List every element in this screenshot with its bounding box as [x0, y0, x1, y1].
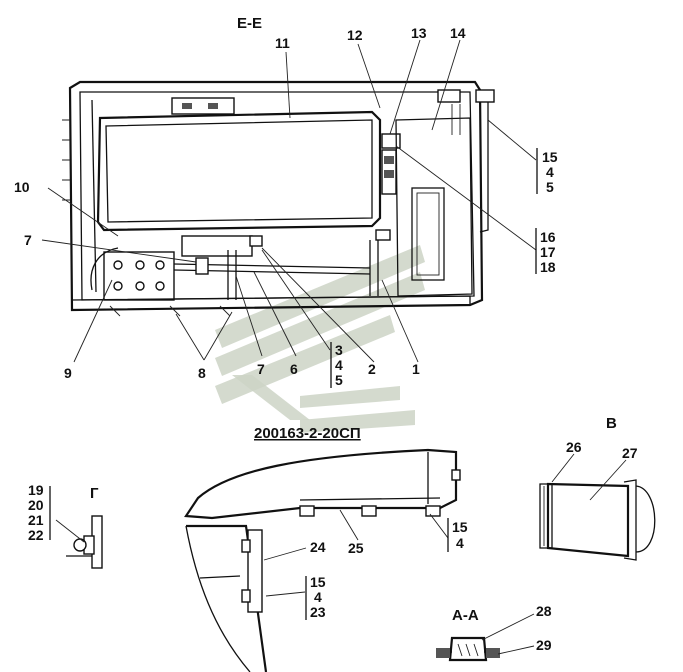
- callout-23: 23: [310, 604, 326, 620]
- callout-15-lower: 15: [310, 574, 326, 590]
- detail-b-callouts: В 26 27: [566, 415, 638, 461]
- detail-aa-view: [436, 636, 500, 662]
- callout-22: 22: [28, 527, 44, 543]
- callout-16: 16: [540, 229, 556, 245]
- cover-callouts: 15 4 25 24 15 4 23: [310, 519, 468, 620]
- main-callouts: 11 12 13 14 15 4 5 10 16 17 18 7 9 8 7 6…: [14, 25, 558, 388]
- callout-28: 28: [536, 603, 552, 619]
- callout-13: 13: [411, 25, 427, 41]
- callout-27: 27: [622, 445, 638, 461]
- drawing-code: 200163-2-20СП: [254, 425, 361, 442]
- callout-29: 29: [536, 637, 552, 653]
- main-leaders: [41, 39, 538, 388]
- detail-aa-callouts: А-А 28 29: [452, 603, 552, 653]
- callout-20: 20: [28, 497, 44, 513]
- section-label-detail-b: В: [606, 415, 617, 432]
- callout-11: 11: [275, 35, 290, 51]
- callout-10: 10: [14, 179, 30, 195]
- callout-24: 24: [310, 539, 326, 555]
- callout-18: 18: [540, 259, 556, 275]
- callout-15-upper: 15: [542, 149, 558, 165]
- callout-2: 2: [368, 361, 376, 377]
- callout-4-lower: 4: [314, 589, 322, 605]
- detail-b-leaders: [551, 453, 627, 501]
- callout-12: 12: [347, 27, 363, 43]
- callout-4-upper: 4: [546, 164, 554, 180]
- callout-1: 1: [412, 361, 420, 377]
- callout-21: 21: [28, 512, 44, 528]
- callout-19: 19: [28, 482, 44, 498]
- callout-4-mid: 4: [335, 357, 343, 373]
- detail-aa-leaders: [481, 613, 535, 655]
- side-view-g: [49, 486, 103, 569]
- cover-view: [184, 448, 461, 672]
- callout-4-cover: 4: [456, 535, 464, 551]
- callout-3: 3: [335, 342, 343, 358]
- section-label-side: Г: [90, 485, 99, 502]
- callout-7-bottom: 7: [257, 361, 265, 377]
- callout-14: 14: [450, 25, 466, 41]
- callout-15-cover: 15: [452, 519, 468, 535]
- callout-6: 6: [290, 361, 298, 377]
- callout-5-mid: 5: [335, 372, 343, 388]
- cover-leaders: [263, 509, 449, 620]
- callout-17: 17: [540, 244, 556, 260]
- callout-26: 26: [566, 439, 582, 455]
- callout-8: 8: [198, 365, 206, 381]
- section-label-main: Е-Е: [237, 15, 262, 32]
- callout-9: 9: [64, 365, 72, 381]
- section-label-detail-aa: А-А: [452, 607, 479, 624]
- detail-b-view: [539, 479, 656, 561]
- callout-5-upper: 5: [546, 179, 554, 195]
- callout-25: 25: [348, 540, 364, 556]
- callout-7-left: 7: [24, 232, 32, 248]
- side-callouts: Г 19 20 21 22: [28, 482, 99, 543]
- main-section-view: [62, 80, 495, 317]
